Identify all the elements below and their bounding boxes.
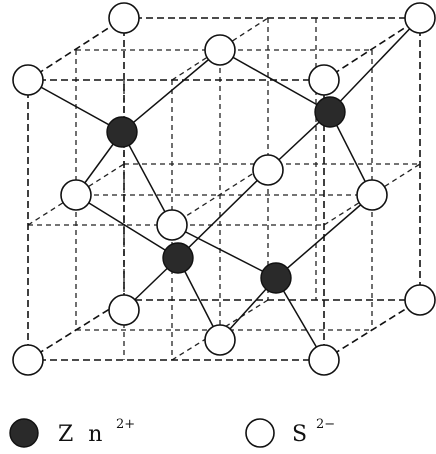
legend-s-charge: 2− — [316, 417, 335, 432]
legend-s-symbol: S — [292, 422, 311, 447]
s-ion-face-left — [60, 179, 92, 211]
sulfide-ions — [12, 2, 436, 376]
legend-zn-swatch — [9, 418, 39, 448]
legend-zn-charge: 2+ — [116, 417, 135, 432]
s-ion-corner-back-bottom-right — [404, 284, 436, 316]
s-ion-corner-back-bottom-left — [108, 294, 140, 326]
s-ion-corner-back-top-right — [404, 2, 436, 34]
zn-ion-lower-right — [260, 262, 292, 294]
zn-ion-upper-left — [106, 116, 138, 148]
cube-edges — [27, 17, 421, 361]
s-ion-corner-front-bottom-right — [308, 344, 340, 376]
s-ion-corner-front-top-left — [12, 64, 44, 96]
s-ion-face-bottom — [204, 324, 236, 356]
zinc-ions — [106, 96, 346, 294]
zn-ion-upper-right — [314, 96, 346, 128]
s-ion-face-right — [356, 179, 388, 211]
s-ion-face-back — [252, 154, 284, 186]
s-ion-face-front — [156, 209, 188, 241]
legend-zn-symbol: Z n — [58, 422, 106, 447]
s-ion-corner-front-bottom-left — [12, 344, 44, 376]
legend: Z n 2+ S 2− — [9, 417, 335, 448]
s-ion-face-top — [204, 34, 236, 66]
s-ion-corner-front-top-right — [308, 64, 340, 96]
legend-s-swatch — [245, 418, 275, 448]
s-ion-corner-back-top-left — [108, 2, 140, 34]
zn-ion-lower-left — [162, 242, 194, 274]
